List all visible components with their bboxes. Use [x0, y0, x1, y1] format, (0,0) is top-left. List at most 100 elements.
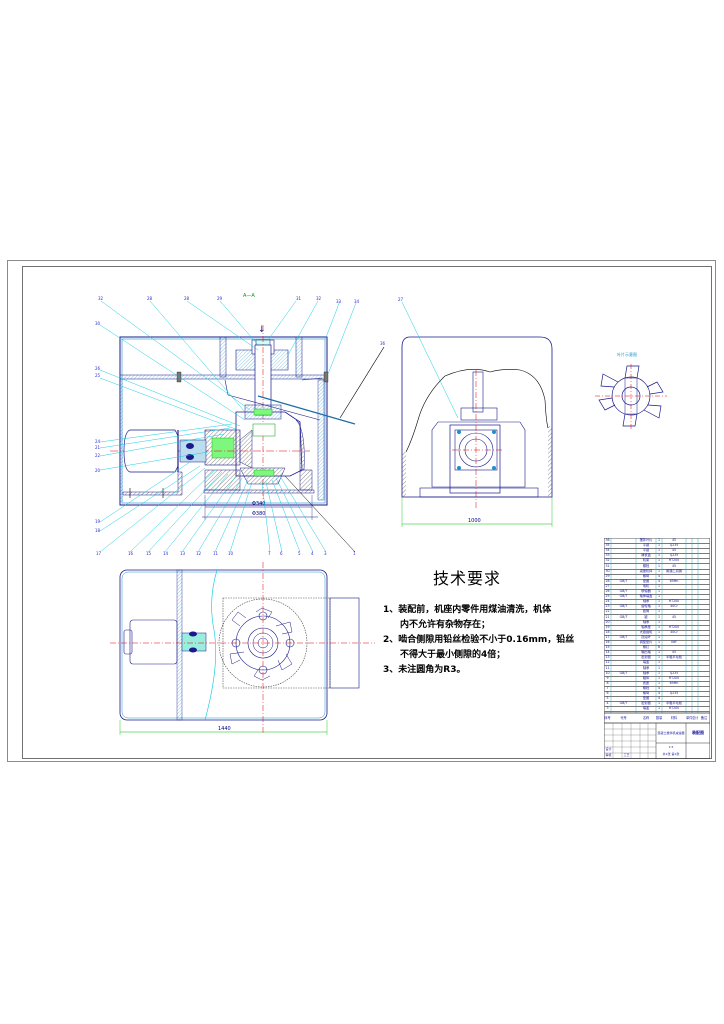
bom-header-cell: 材料 — [670, 716, 678, 720]
bom-cell-no: 20 — [605, 619, 610, 624]
bom-row: 12 端盖 1 — [604, 660, 710, 667]
bom-header-cell: 总计 — [692, 716, 698, 720]
bom-cell-code: GB/T — [619, 701, 628, 706]
bom-cell-name: 键 — [644, 614, 648, 619]
bom-cell-no: 9 — [606, 675, 609, 680]
item-number: 2、 — [383, 635, 399, 645]
bom-cell-qty: 1 — [657, 675, 661, 680]
balloon-label: 36 — [380, 341, 386, 346]
bom-cell-qty: 1 — [657, 589, 661, 593]
tech-heading: 技术要求 — [433, 569, 502, 588]
bom-cell-name: 调整垫片 — [639, 640, 653, 644]
bom-cell-qty: 1 — [657, 706, 661, 711]
bom-cell-material: Q235 — [669, 543, 679, 548]
bom-cell-no: 4 — [606, 701, 609, 706]
bom-cell-material: 半粗羊毛毡 — [666, 655, 682, 660]
bom-cell-no: 19 — [605, 624, 610, 629]
balloon-label: 24 — [95, 439, 101, 444]
bom-cell-no: 12 — [605, 660, 610, 665]
bom-cell-name: 螺钉 — [642, 645, 650, 650]
bom-cell-name: 端盖 — [642, 660, 650, 665]
bom-cell-no: 14 — [605, 650, 610, 655]
balloon-label: 20 — [95, 468, 101, 473]
balloon-label: 18 — [95, 528, 101, 533]
bom-cell-code: GB/T — [619, 578, 628, 583]
bom-cell-material: HT200 — [668, 706, 680, 711]
section-view-a-a: A—A ↓ — [95, 293, 386, 556]
bom-cell-name: 轴承端盖 — [639, 594, 653, 599]
bom-cell-no: 6 — [606, 691, 609, 695]
balloon-label: 7 — [268, 551, 271, 556]
bom-header-cell: 单件 — [686, 716, 692, 720]
bom-cell-no: 10 — [605, 670, 610, 675]
bom-cell-no: 33 — [605, 553, 610, 558]
bom-cell-name: 轴承 — [642, 619, 650, 624]
balloon-label: 28 — [184, 296, 190, 301]
bom-cell-qty: 1 — [657, 599, 661, 604]
bom-cell-qty: 1 — [657, 640, 661, 644]
balloon-label: 17 — [96, 551, 102, 556]
bom-cell-code: GB/T — [619, 604, 628, 609]
bom-cell-no: 7 — [606, 685, 609, 690]
tech-item-1-cont: 内不允许有杂物存在； — [400, 620, 491, 630]
process-label: 工艺 — [623, 753, 630, 757]
bom-cell-qty: 4 — [657, 578, 661, 583]
bom-cell-name: 螺栓 — [642, 563, 650, 568]
balloon-label: 28 — [147, 296, 153, 301]
drawing-name: 装配图 — [692, 730, 704, 735]
bom-cell-name: 端盖 — [642, 706, 650, 711]
bom-cell-name: 减速机体 — [639, 568, 653, 573]
bom-cell-qty: 1 — [657, 701, 661, 706]
bom-cell-qty: 1 — [657, 670, 661, 675]
item-text: 啮合侧隙用铅丝检验不小于0.16mm，铅丝 — [398, 635, 575, 645]
bom-cell-qty: 4 — [657, 573, 661, 578]
bom-cell-qty: 1 — [657, 660, 661, 665]
bom-cell-name: 平键 — [642, 543, 650, 548]
bom-cell-qty: 1 — [657, 594, 661, 599]
bom-cell-name: 垫圈 — [642, 578, 650, 583]
bom-cell-name: 挡油环 — [641, 634, 651, 639]
bom-cell-material: 45 — [671, 614, 677, 619]
side-view: 1000 27 — [398, 297, 553, 527]
bom-cell-material: 65Mn — [669, 680, 679, 685]
bom-cell-code — [611, 706, 636, 711]
bom-cell-qty: 1 — [657, 609, 661, 614]
bom-cell-qty: 1 — [657, 665, 661, 670]
bom-cell-name: 轴承 — [642, 670, 650, 675]
bom-cell-no: 26 — [605, 589, 610, 593]
bom-cell-qty: 1 — [657, 619, 661, 624]
tech-item-2: 2、啮合侧隙用铅丝检验不小于0.16mm，铅丝 — [383, 633, 613, 648]
balloon-label: 21 — [95, 445, 101, 450]
bom-cell-no: 8 — [606, 680, 609, 685]
bom-cell-qty: 1 — [657, 548, 661, 553]
scale-value: 1:5 — [668, 745, 674, 749]
bom-cell-material: 40Cr — [670, 604, 678, 609]
bom-cell-code: GB/T — [619, 614, 628, 619]
balloon-label: 25 — [95, 373, 101, 378]
bom-cell-qty: 6 — [657, 645, 661, 650]
bom-cell-qty: 4 — [657, 691, 661, 695]
bom-cell-material: HT200 — [668, 599, 680, 604]
bom-cell-code: GB/T — [619, 589, 628, 593]
bom-cell-qty: 1 — [657, 614, 661, 619]
balloon-label: 10 — [228, 551, 234, 556]
balloon-label: 27 — [398, 297, 404, 302]
bom-header-cell: 名称 — [642, 716, 650, 720]
bom-cell-qty: 1 — [657, 624, 661, 629]
